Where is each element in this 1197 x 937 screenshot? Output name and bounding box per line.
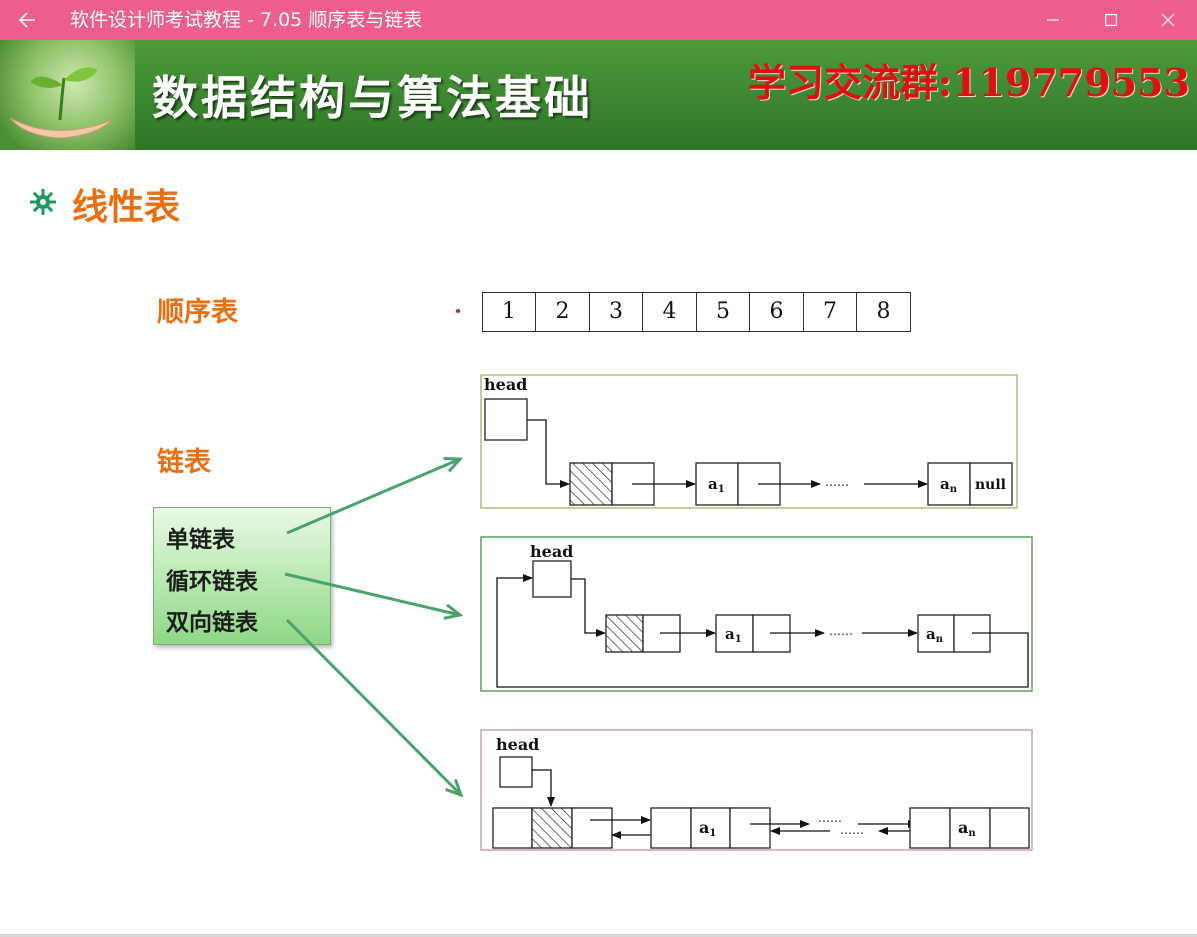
array-cell: 6 — [749, 292, 804, 332]
title-bar: 软件设计师考试教程 - 7.05 顺序表与链表 — [0, 0, 1197, 40]
head-node-data — [605, 614, 644, 653]
an-subscript: n — [968, 828, 976, 839]
type-doubly-linked: 双向链表 — [166, 610, 258, 636]
doubly-ellipsis-top: …… — [818, 811, 842, 825]
study-group-text: 学习交流群:119779553 — [748, 60, 1190, 105]
node-an-next — [989, 807, 1030, 849]
green-pointer-arrows — [284, 459, 461, 795]
slide-banner: 数据结构与算法基础 学习交流群:119779553 — [0, 40, 1197, 150]
node-a1-data — [715, 614, 754, 653]
svg-text:an: an — [926, 625, 944, 645]
head-pointer-box — [499, 756, 533, 788]
linked-list-types-box: 单链表 循环链表 双向链表 — [153, 507, 331, 645]
array-cell: 2 — [535, 292, 590, 332]
array-cell: 1 — [481, 292, 537, 332]
minimize-button[interactable] — [1025, 0, 1081, 40]
node-a1-data — [690, 807, 731, 849]
an-label: a — [940, 475, 950, 493]
arrow-to-circular — [284, 572, 460, 615]
head-pointer-box — [484, 398, 528, 441]
maximize-icon — [1105, 14, 1117, 26]
array-cell: 5 — [695, 292, 751, 332]
circular-linked-diagram: head a1 …… an — [480, 536, 1033, 692]
type-singly-linked: 单链表 — [166, 527, 235, 553]
node-a1-data — [695, 462, 739, 506]
an-label: a — [958, 818, 968, 837]
node-an-data — [917, 614, 955, 653]
svg-text:a1: a1 — [725, 625, 742, 645]
sequential-list-array: 1 2 3 4 5 6 7 8 — [481, 292, 911, 332]
svg-text:a1: a1 — [699, 818, 716, 839]
an-subscript: n — [950, 484, 958, 495]
arrow-to-singly — [286, 459, 460, 535]
close-icon — [1161, 13, 1175, 27]
section-title: 线性表 — [72, 186, 181, 228]
banner-title: 数据结构与算法基础 — [152, 71, 593, 125]
doubly-head-label: head — [496, 735, 539, 754]
node-an-next — [969, 462, 1013, 506]
sequential-list-label: 顺序表 — [157, 297, 238, 328]
type-circular-linked: 循环链表 — [166, 569, 258, 595]
a1-subscript: 1 — [735, 634, 742, 645]
head-node-data — [531, 807, 573, 849]
array-cell: 7 — [802, 292, 858, 332]
an-label: a — [926, 625, 936, 643]
circular-ellipsis: …… — [829, 624, 853, 638]
an-subscript: n — [936, 634, 944, 645]
node-a1-prev — [650, 807, 692, 849]
node-a1-next — [729, 807, 771, 849]
a1-label: a — [725, 625, 735, 643]
null-label: null — [975, 477, 1006, 493]
sprout-in-hands-image — [0, 40, 135, 150]
array-cell: 8 — [856, 292, 911, 332]
bottom-edge — [0, 934, 1197, 937]
head-pointer-box — [532, 560, 572, 598]
a1-subscript: 1 — [709, 828, 716, 839]
circular-return-link — [496, 574, 1029, 688]
a1-label: a — [699, 818, 709, 837]
svg-text:an: an — [958, 818, 976, 839]
window-title: 软件设计师考试教程 - 7.05 顺序表与链表 — [70, 9, 423, 31]
svg-text:an: an — [940, 475, 958, 495]
node-an-data — [949, 807, 991, 849]
array-cell: 4 — [642, 292, 697, 332]
marker-dot — [456, 309, 460, 313]
close-button[interactable] — [1140, 0, 1196, 40]
a1-label: a — [708, 475, 718, 493]
node-an-prev — [909, 807, 951, 849]
back-button[interactable] — [8, 0, 50, 40]
arrow-left-icon — [18, 12, 35, 28]
sprout-icon — [9, 67, 113, 139]
svg-text:a1: a1 — [708, 475, 725, 495]
head-node-data — [569, 462, 613, 506]
head-node-next — [571, 807, 613, 849]
maximize-button[interactable] — [1083, 0, 1139, 40]
head-node-prev — [492, 807, 533, 849]
arrow-to-doubly — [285, 618, 461, 795]
array-cell: 3 — [588, 292, 644, 332]
singly-head-label: head — [484, 375, 527, 394]
doubly-linked-diagram: head a1 …… …… an — [480, 729, 1033, 851]
minimize-icon — [1047, 19, 1059, 21]
circular-head-label: head — [530, 542, 573, 561]
a1-subscript: 1 — [718, 484, 725, 495]
doubly-ellipsis-bottom: …… — [840, 823, 864, 837]
linked-list-label: 链表 — [157, 447, 211, 478]
singly-linked-diagram: head a1 …… an null — [480, 374, 1018, 509]
singly-ellipsis: …… — [825, 475, 849, 489]
bullet-icon — [30, 189, 56, 215]
